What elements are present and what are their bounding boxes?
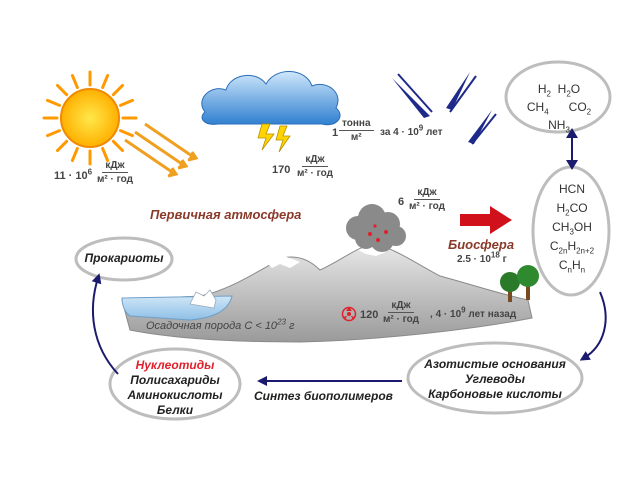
cycle-arrow-left	[91, 273, 119, 375]
landscape-illustration	[121, 243, 533, 343]
lightning-energy-value: 170	[272, 164, 291, 176]
radioactivity-icon	[341, 306, 357, 322]
atmosphere-gases-text: H2 H2O CH4 CO2 NH3	[526, 82, 592, 135]
monomer-item: Белки	[156, 403, 194, 417]
sun-energy-unit: кДж м² · год	[97, 160, 133, 185]
biosphere-mass: 2.5 · 1018 г	[457, 250, 507, 265]
cycle-arrow-right	[579, 291, 607, 361]
lightning-icon	[257, 123, 291, 153]
monomer-item: Аминокислоты	[127, 388, 223, 402]
precursor-item: Карбоновые кислоты	[428, 387, 562, 401]
precursor-item: Азотистые основания	[424, 357, 566, 371]
sun-ray	[111, 139, 125, 153]
sun-ray	[118, 98, 134, 107]
sun-ray	[101, 74, 110, 90]
precursors-oval	[406, 341, 584, 415]
precursors-list: Азотистые основания Углеводы Карбоновые …	[412, 357, 578, 402]
sun-ray	[70, 146, 79, 162]
lightning-energy-unit: кДж м² · год	[297, 154, 333, 179]
monomer-item: Полисахариды	[130, 373, 220, 387]
monomers-list: Нуклеотиды Полисахариды Аминокислоты Бел…	[118, 358, 232, 418]
meteor-mass-unit: тонна м²	[339, 118, 374, 143]
sun-ray	[101, 146, 110, 162]
trees-icon	[500, 265, 539, 302]
monomer-nucleotides: Нуклеотиды	[135, 358, 215, 372]
sun-ray	[70, 74, 79, 90]
precursor-item: Углеводы	[465, 372, 525, 386]
sun-ray	[46, 98, 62, 107]
sun-ray	[46, 129, 62, 138]
sun-ray	[111, 83, 125, 97]
sun-ray	[118, 129, 134, 138]
radioactivity-time: , 4 · 109 лет назад	[430, 305, 517, 320]
meteor-period: за 4 · 109 лет	[380, 123, 443, 138]
sun-icon	[42, 70, 138, 166]
sun-ray	[55, 83, 69, 97]
sun-ray	[55, 139, 69, 153]
sun-energy-value: 11 · 106	[54, 167, 93, 182]
meteors-icon	[392, 72, 497, 145]
storm-cloud-icon	[201, 71, 341, 126]
sediment-label: Осадочная порода C < 1023 г	[146, 317, 295, 332]
radioactivity-value: 120	[360, 309, 379, 321]
radioactivity-unit: кДж м² · год	[383, 300, 419, 325]
volcano-energy-value: 6	[398, 196, 405, 208]
prokaryotes-oval	[74, 236, 174, 282]
biosphere-label: Биосфера	[448, 237, 515, 252]
monomers-oval	[108, 347, 242, 421]
volcano-lava-icon	[368, 224, 388, 242]
sunlight-rays-icon	[124, 122, 199, 178]
synthesis-label: Синтез биополимеров	[254, 389, 393, 403]
biosphere-arrow-icon	[460, 206, 512, 234]
prokaryotes-label: Прокариоты	[84, 251, 164, 265]
atmosphere-gases-oval	[504, 60, 612, 134]
exchange-arrow-icon	[566, 128, 578, 170]
volcano-energy-unit: кДж м² · год	[409, 187, 445, 212]
volcano-smoke-icon	[346, 204, 406, 252]
primary-atmosphere-label: Первичная атмосфера	[150, 207, 302, 222]
meteor-mass-value: 1	[332, 127, 339, 139]
